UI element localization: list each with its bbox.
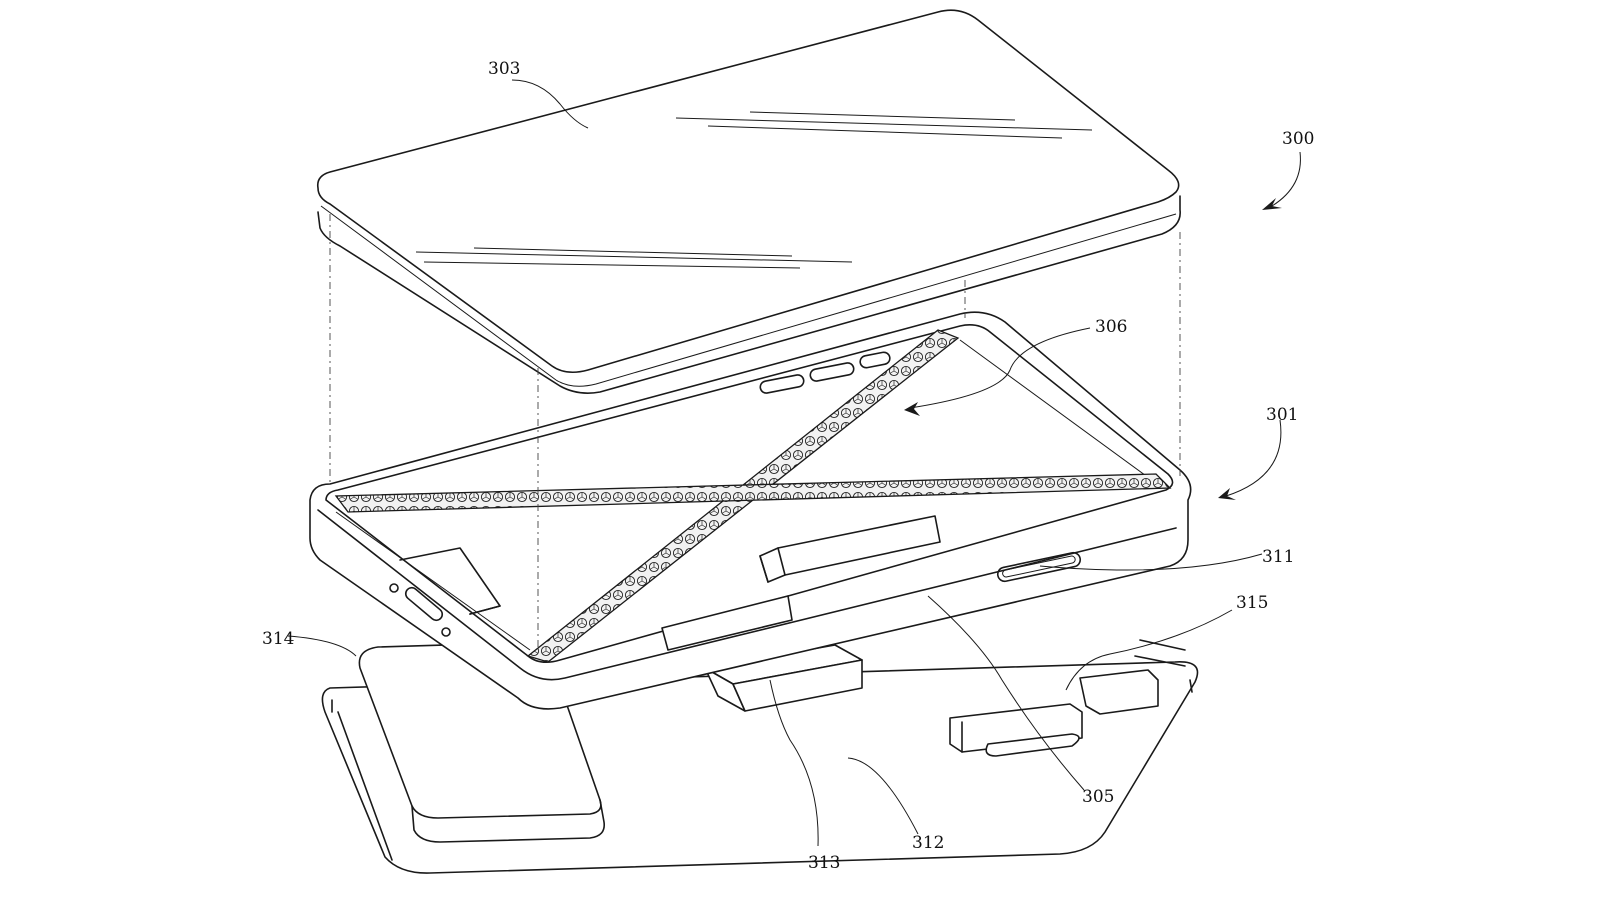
label-306: 306 [1095, 317, 1127, 337]
assembly-lines [329, 214, 1181, 648]
housing-frame [309, 311, 1192, 710]
label-300: 300 [1282, 129, 1314, 149]
reference-numerals: 303 300 306 301 311 315 314 305 313 312 [262, 59, 1314, 873]
connector-315 [949, 639, 1186, 757]
cover-glass [316, 9, 1181, 394]
label-305: 305 [1082, 787, 1114, 807]
label-303: 303 [488, 59, 520, 79]
leader-lines [287, 79, 1301, 847]
label-314: 314 [262, 629, 294, 649]
label-312: 312 [912, 833, 944, 853]
component-313 [704, 644, 863, 712]
label-301: 301 [1266, 405, 1298, 425]
label-315: 315 [1236, 593, 1268, 613]
label-311: 311 [1262, 547, 1294, 567]
label-313: 313 [808, 853, 840, 873]
patterned-x-layer [334, 329, 1172, 663]
